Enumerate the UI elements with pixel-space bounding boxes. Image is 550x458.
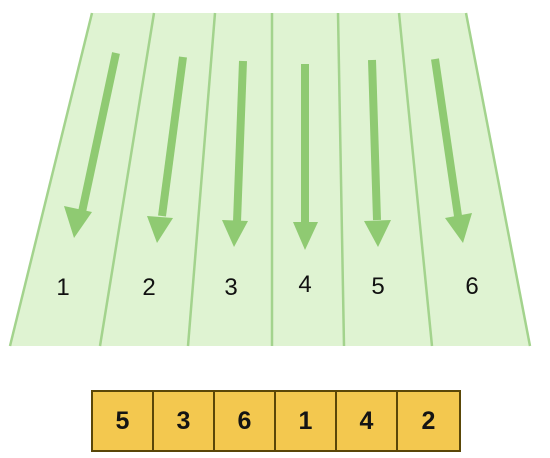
order-cell: 2 <box>421 406 436 435</box>
order-cell: 3 <box>154 392 215 450</box>
order-cell: 1 <box>276 392 337 450</box>
lane-divider <box>186 12 217 347</box>
lane-label: 5 <box>371 273 384 300</box>
order-cell: 4 <box>337 392 398 450</box>
lane-4-arrow-icon <box>293 64 318 250</box>
lane-divider <box>336 12 346 347</box>
lane-divider <box>397 12 434 347</box>
order-cell: 6 <box>215 392 276 450</box>
lane-6-arrow-icon <box>431 58 472 243</box>
lane-1-arrow-icon <box>64 52 120 238</box>
lane-3-arrow-icon <box>222 60 248 247</box>
order-cell: 5 <box>93 392 154 450</box>
lane-5-arrow-icon <box>364 59 391 247</box>
lanes-diagram: 1 2 3 4 5 6 <box>8 12 532 347</box>
lane-label: 1 <box>56 274 69 301</box>
lane-label: 4 <box>298 271 311 298</box>
lane-2-arrow-icon <box>147 56 187 243</box>
lane-divider <box>98 12 156 347</box>
lane-label: 6 <box>465 273 478 300</box>
lane-border-right <box>464 12 532 347</box>
lane-label: 3 <box>224 274 237 301</box>
order-row: 5 3 6 1 4 2 <box>91 390 461 452</box>
lane-border-left <box>8 12 94 347</box>
lane-label: 2 <box>142 274 155 301</box>
